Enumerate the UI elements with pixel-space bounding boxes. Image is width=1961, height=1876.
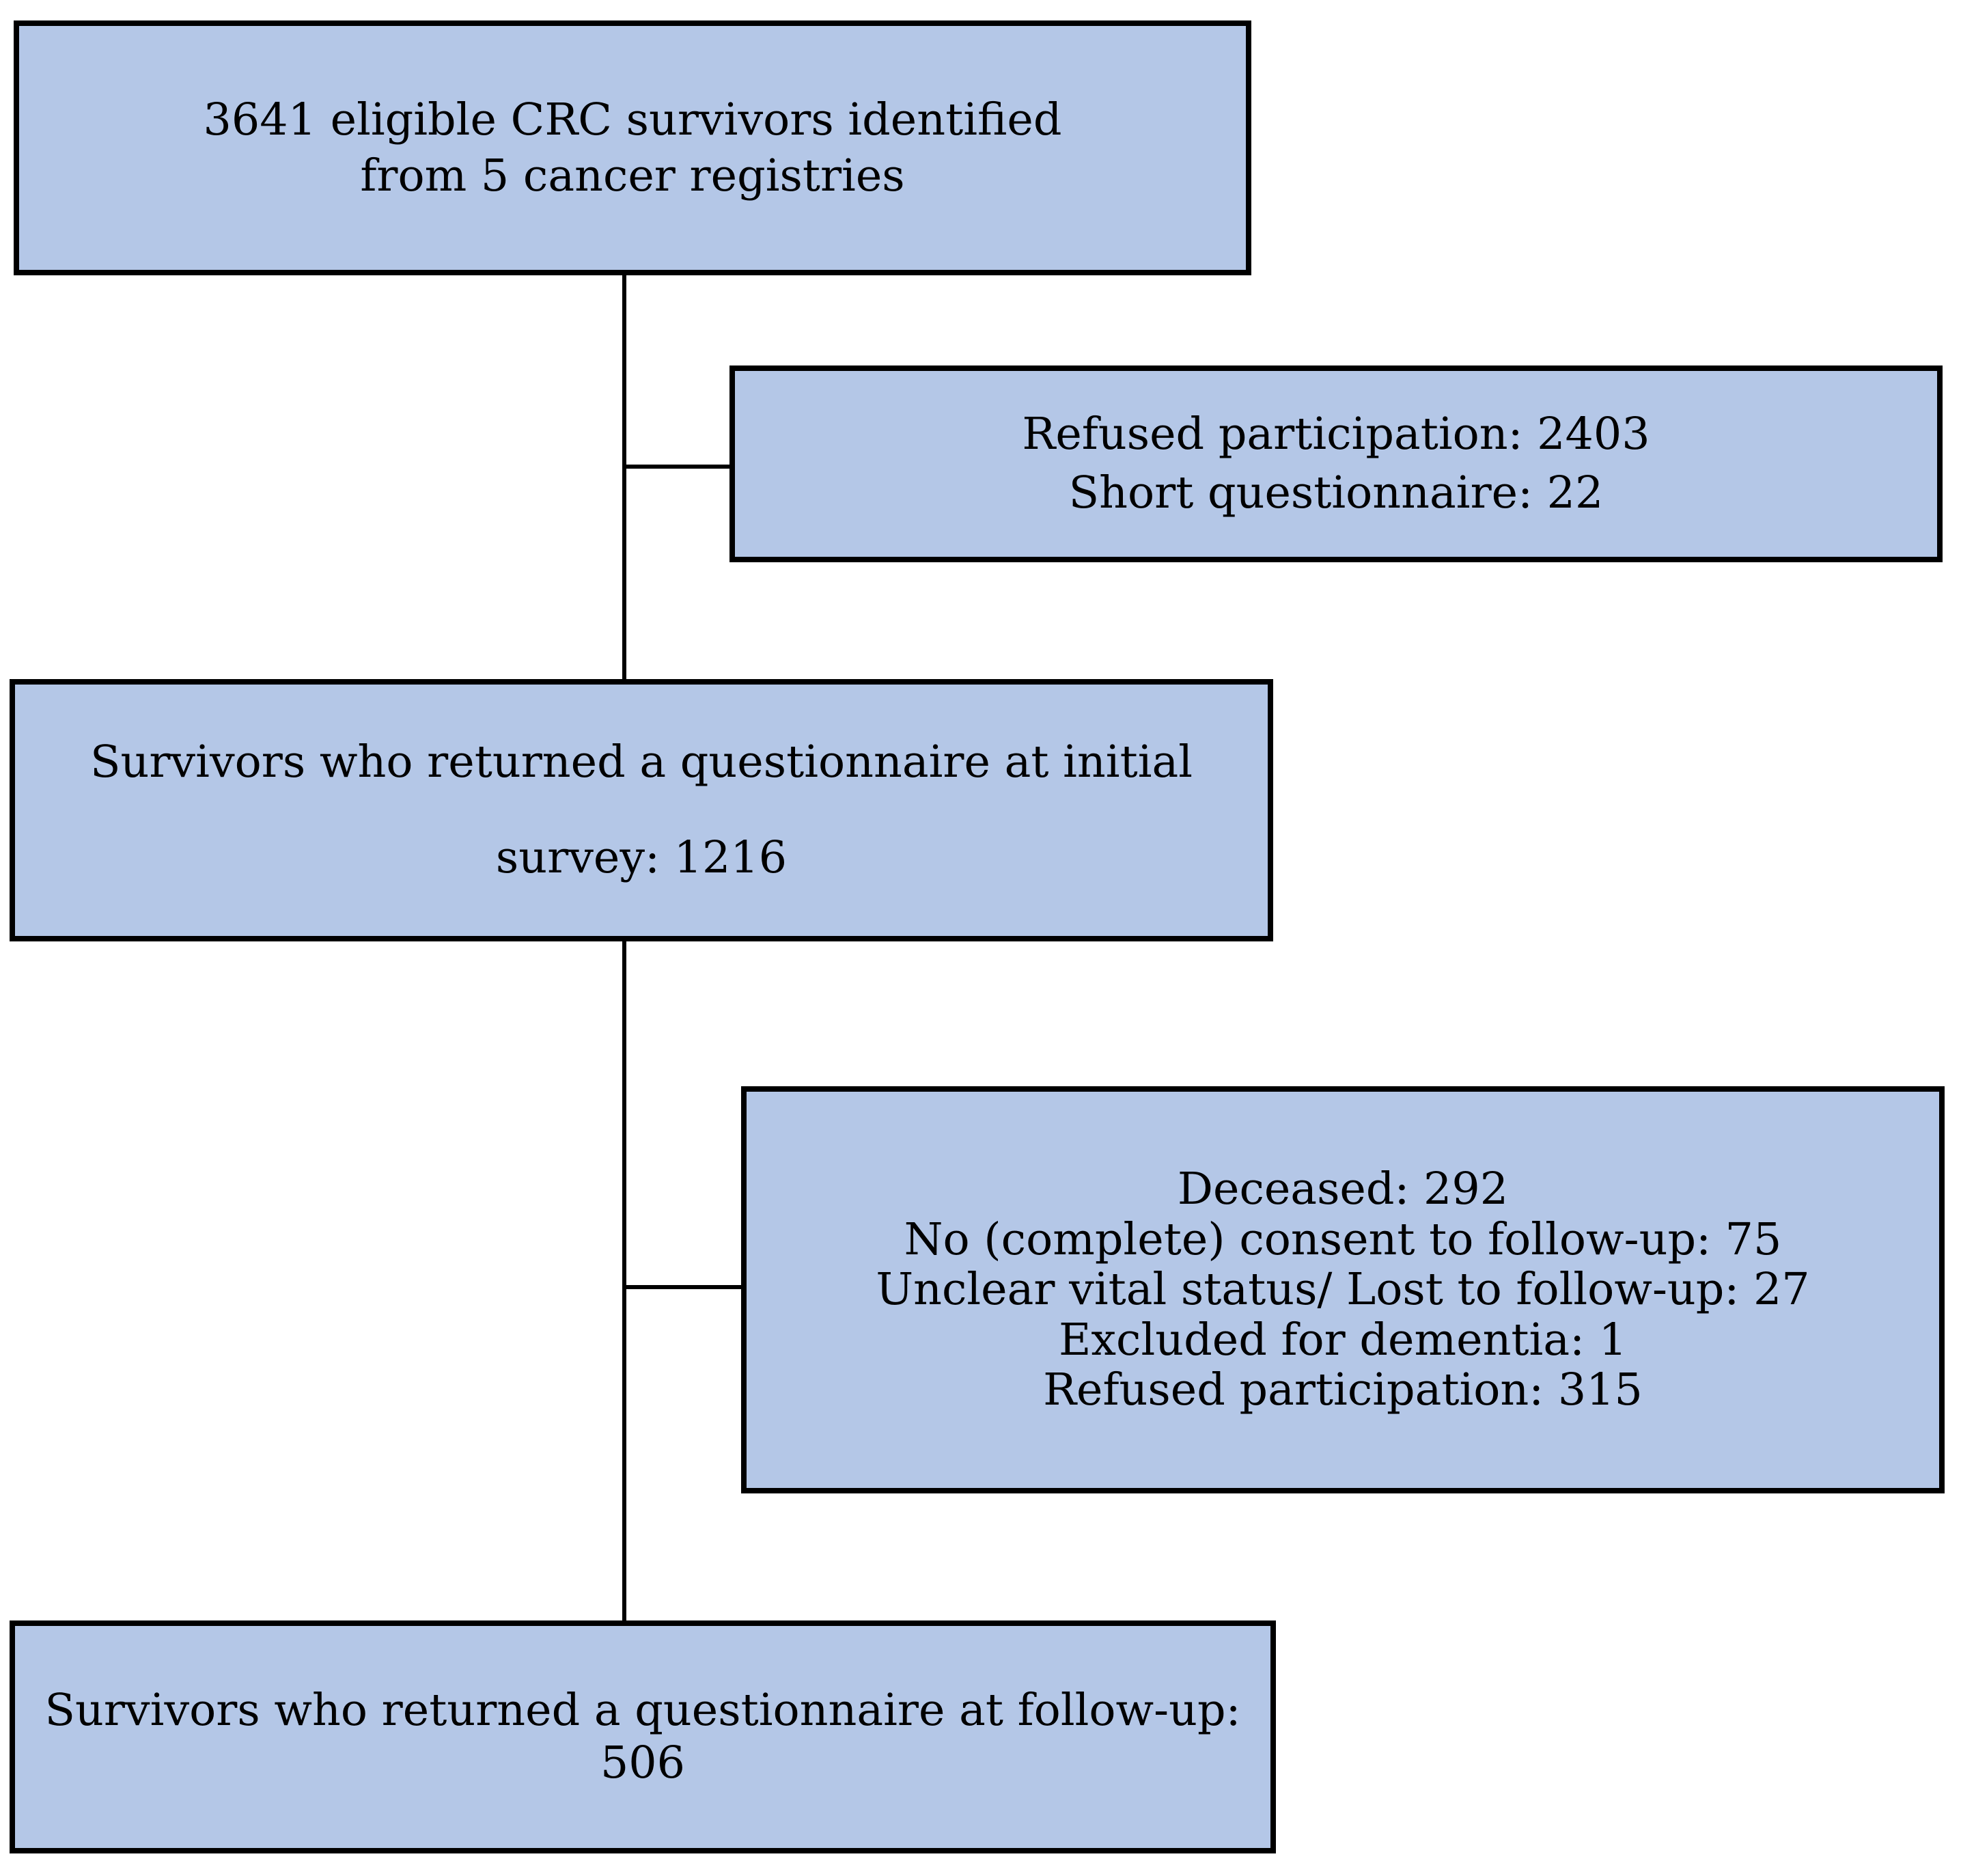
box-text-line: 3641 eligible CRC survivors identified <box>203 94 1062 146</box>
box-text-line: Refused participation: 315 <box>1043 1364 1643 1416</box>
box-text-line: from 5 cancer registries <box>360 150 905 202</box>
flow-box-followup-survey: Survivors who returned a questionnaire a… <box>10 1620 1276 1853</box>
box-text-line: Deceased: 292 <box>1177 1163 1509 1215</box>
connector-branch-exclusions <box>626 1285 741 1289</box>
box-text-line: Unclear vital status/ Lost to follow-up:… <box>876 1264 1810 1316</box>
flow-box-eligible-survivors: 3641 eligible CRC survivors identified f… <box>14 20 1251 275</box>
box-text: Deceased: 292 No (complete) consent to f… <box>876 1163 1810 1416</box>
box-text: Survivors who returned a questionnaire a… <box>44 1685 1240 1789</box>
box-text-line: Survivors who returned a questionnaire a… <box>44 1684 1241 1736</box>
connector-branch-refused <box>626 465 729 469</box>
box-text-line: 506 <box>600 1737 686 1789</box>
connector-vertical-spine <box>622 275 626 1620</box>
box-text-line: Survivors who returned a questionnaire a… <box>89 736 1193 788</box>
flow-box-refused-participation: Refused participation: 2403 Short questi… <box>729 365 1943 562</box>
flow-box-followup-exclusions: Deceased: 292 No (complete) consent to f… <box>741 1086 1945 1493</box>
box-text-line: No (complete) consent to follow-up: 75 <box>904 1213 1782 1265</box>
box-text-line: Short questionnaire: 22 <box>1068 467 1604 519</box>
box-text-line: survey: 1216 <box>495 832 788 883</box>
box-text: Refused participation: 2403 Short questi… <box>1022 405 1650 523</box>
box-text-line: Refused participation: 2403 <box>1022 409 1650 460</box>
box-text: 3641 eligible CRC survivors identified f… <box>204 92 1062 204</box>
flow-box-initial-survey: Survivors who returned a questionnaire a… <box>10 679 1273 941</box>
box-text: Survivors who returned a questionnaire a… <box>90 715 1193 906</box>
box-text-line: Excluded for dementia: 1 <box>1058 1314 1628 1366</box>
